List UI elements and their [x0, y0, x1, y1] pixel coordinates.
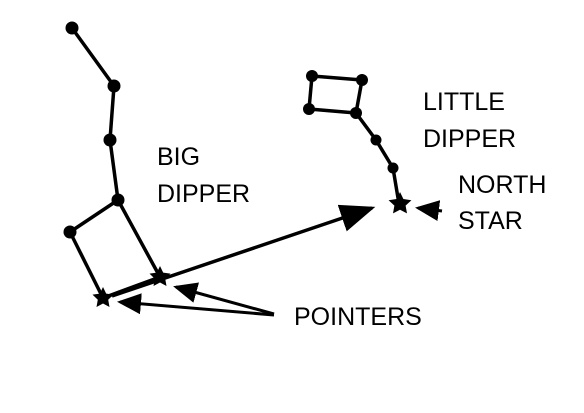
star-dot [356, 74, 368, 86]
little-dipper-bowl-segment [307, 107, 358, 115]
little-dipper-label-line1: LITTLE [423, 88, 505, 116]
pointer-to-north-star-arrow [111, 204, 376, 298]
big-dipper-stars [63, 21, 125, 239]
big-dipper-label-line1: BIG [157, 143, 200, 171]
north-star-indicator-arrow [415, 200, 443, 222]
little-dipper-stars [303, 70, 399, 174]
star-dot [306, 70, 318, 82]
big-dipper-handle-segment [108, 84, 116, 142]
star-dot [111, 193, 125, 207]
big-dipper-constellation [68, 26, 162, 300]
big-dipper-bowl-segment [68, 198, 120, 234]
star-dot [103, 133, 117, 147]
big-dipper-label-line2: DIPPER [157, 180, 250, 208]
pointers-label: POINTERS [294, 303, 422, 331]
star-dot [65, 21, 79, 35]
big-dipper-handle-segment [70, 26, 116, 88]
pointer-star-lower [92, 287, 114, 307]
little-dipper-constellation [307, 74, 401, 206]
big-dipper-bowl-segment [68, 230, 105, 300]
big-dipper-handle-segment [108, 138, 120, 202]
star-dot [107, 79, 121, 93]
diagram-labels: BIG DIPPER LITTLE DIPPER NORTH STAR POIN… [157, 88, 546, 331]
little-dipper-label-line2: DIPPER [423, 125, 516, 153]
star-dot [387, 162, 399, 174]
star-dot [63, 225, 77, 239]
star-dot [303, 103, 315, 115]
north-star-label-line1: NORTH [458, 171, 546, 199]
pointers-label-arrows [117, 282, 275, 317]
north-star-label-line2: STAR [458, 207, 523, 235]
pointer-arrow-upper [173, 282, 275, 316]
big-dipper-bowl-segment [116, 198, 162, 279]
north-star [388, 192, 412, 214]
star-dot [370, 134, 382, 146]
pointer-star-upper [149, 266, 171, 286]
little-dipper-bowl-segment [310, 74, 364, 82]
star-dot [350, 107, 362, 119]
pointer-arrow-lower [117, 293, 275, 317]
